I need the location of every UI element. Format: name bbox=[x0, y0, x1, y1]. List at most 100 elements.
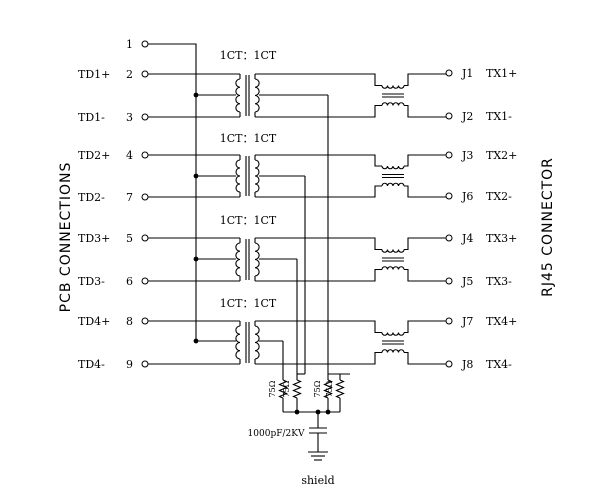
junction-dot bbox=[193, 338, 199, 344]
primary-coil bbox=[235, 242, 241, 277]
pcb-pin-terminal bbox=[141, 317, 149, 325]
junction-dot bbox=[315, 409, 321, 415]
pcb-connections-label: PCB CONNECTIONS bbox=[58, 162, 74, 313]
pcb-pin-name-8: TD4- bbox=[78, 358, 105, 371]
choke-coil-bottom bbox=[381, 102, 405, 106]
pcb-pin-terminal bbox=[141, 113, 149, 121]
wire bbox=[404, 268, 446, 282]
wire bbox=[148, 43, 197, 95]
wire bbox=[340, 268, 382, 282]
choke-coil-bottom bbox=[381, 266, 405, 270]
pcb-pin-number-5: 5 bbox=[126, 232, 133, 245]
rj45-pin-terminal bbox=[445, 112, 453, 120]
secondary-coil bbox=[254, 78, 260, 113]
transformer-ratio-label-0: 1CT：1CT bbox=[220, 49, 277, 62]
pcb-pin-number-1: 2 bbox=[126, 68, 133, 81]
rj45-pin-terminal bbox=[445, 277, 453, 285]
rj45-pin-5: J5 bbox=[461, 275, 473, 288]
capacitor-label: 1000pF/2KV bbox=[248, 429, 305, 439]
wire bbox=[404, 237, 446, 251]
junction-dot bbox=[193, 256, 199, 262]
pcb-pin-number-2: 3 bbox=[126, 111, 133, 124]
secondary-coil bbox=[254, 159, 260, 193]
wire bbox=[404, 104, 446, 118]
rj45-signal-3: TX2- bbox=[486, 190, 512, 203]
resistor-label-2: 75Ω bbox=[313, 380, 322, 397]
rj45-signal-1: TX1- bbox=[486, 110, 512, 123]
resistor-label-3: 75Ω bbox=[325, 380, 334, 397]
wire bbox=[350, 73, 382, 87]
wire bbox=[404, 154, 446, 167]
wiring bbox=[148, 43, 446, 452]
primary-coil bbox=[235, 78, 241, 113]
secondary-coil bbox=[254, 242, 260, 277]
pcb-pin-terminal bbox=[141, 277, 149, 285]
transformer-ratio-label-3: 1CT：1CT bbox=[220, 297, 277, 310]
choke-coil-top bbox=[381, 332, 405, 336]
wire bbox=[350, 154, 382, 167]
pcb-pin-number-4: 7 bbox=[126, 191, 133, 204]
pcb-pin-terminal bbox=[141, 234, 149, 242]
pcb-pin-number-3: 4 bbox=[126, 149, 133, 162]
rj45-pin-terminal bbox=[445, 317, 453, 325]
junction-dot bbox=[294, 409, 300, 415]
pcb-pin-name-6: TD3- bbox=[78, 275, 105, 288]
rj45-signal-2: TX2+ bbox=[486, 149, 517, 162]
junction-dot bbox=[325, 409, 331, 415]
pcb-pin-terminal bbox=[141, 360, 149, 368]
rj45-signal-7: TX4- bbox=[486, 358, 512, 371]
pcb-pin-number-7: 8 bbox=[126, 315, 133, 328]
pcb-pin-terminal bbox=[141, 70, 149, 78]
pcb-pin-terminal bbox=[141, 40, 149, 48]
rj45-pin-terminal bbox=[445, 192, 453, 200]
rj45-pin-1: J2 bbox=[461, 110, 473, 123]
rj45-pin-terminal bbox=[445, 360, 453, 368]
pcb-pin-name-5: TD3+ bbox=[78, 232, 110, 245]
rj45-signal-5: TX3- bbox=[486, 275, 512, 288]
rj45-pin-terminal bbox=[445, 69, 453, 77]
primary-coil bbox=[235, 159, 241, 193]
wire bbox=[404, 351, 446, 365]
pcb-pin-terminal bbox=[141, 193, 149, 201]
rj45-signal-6: TX4+ bbox=[486, 315, 517, 328]
shield-label: shield bbox=[301, 474, 334, 487]
pcb-pin-number-6: 6 bbox=[126, 275, 133, 288]
wire bbox=[404, 320, 446, 334]
pcb-pin-name-7: TD4+ bbox=[78, 315, 110, 328]
choke-coil-bottom bbox=[381, 349, 405, 353]
rj45-pin-7: J8 bbox=[461, 358, 473, 371]
choke-coil-bottom bbox=[381, 182, 405, 187]
rj45-pin-3: J6 bbox=[461, 190, 473, 203]
resistor-label-1: 75Ω bbox=[282, 380, 291, 397]
termination-resistor bbox=[278, 379, 288, 399]
termination-resistor bbox=[335, 379, 345, 399]
wire bbox=[350, 320, 382, 334]
resistor-label-0: 75Ω bbox=[268, 380, 277, 397]
pcb-pin-name-1: TD1+ bbox=[78, 68, 110, 81]
termination-resistor bbox=[323, 379, 333, 399]
pcb-pin-name-2: TD1- bbox=[78, 111, 105, 124]
rj45-pin-terminal bbox=[445, 151, 453, 159]
pcb-pin-number-8: 9 bbox=[126, 358, 133, 371]
rj45-pin-2: J3 bbox=[461, 149, 473, 162]
choke-coil-top bbox=[381, 165, 405, 170]
pcb-pin-terminal bbox=[141, 151, 149, 159]
pcb-pin-name-3: TD2+ bbox=[78, 149, 110, 162]
rj45-pin-6: J7 bbox=[461, 315, 473, 328]
pcb-pin-number-0: 1 bbox=[126, 38, 133, 51]
wire bbox=[404, 73, 446, 87]
junction-dot bbox=[193, 173, 199, 179]
primary-coil bbox=[235, 325, 241, 360]
rj45-pin-0: J1 bbox=[461, 67, 473, 80]
transformer-ratio-label-1: 1CT：1CT bbox=[220, 132, 277, 145]
termination-resistor bbox=[292, 379, 302, 399]
rj45-signal-0: TX1+ bbox=[486, 67, 517, 80]
wire bbox=[340, 185, 382, 198]
rj45-connector-label: RJ45 CONNECTOR bbox=[540, 157, 556, 297]
rj45-pin-4: J4 bbox=[461, 232, 473, 245]
wire bbox=[350, 237, 382, 251]
wire bbox=[340, 351, 382, 365]
junction-dot bbox=[193, 92, 199, 98]
pcb-pin-name-4: TD2- bbox=[78, 191, 105, 204]
